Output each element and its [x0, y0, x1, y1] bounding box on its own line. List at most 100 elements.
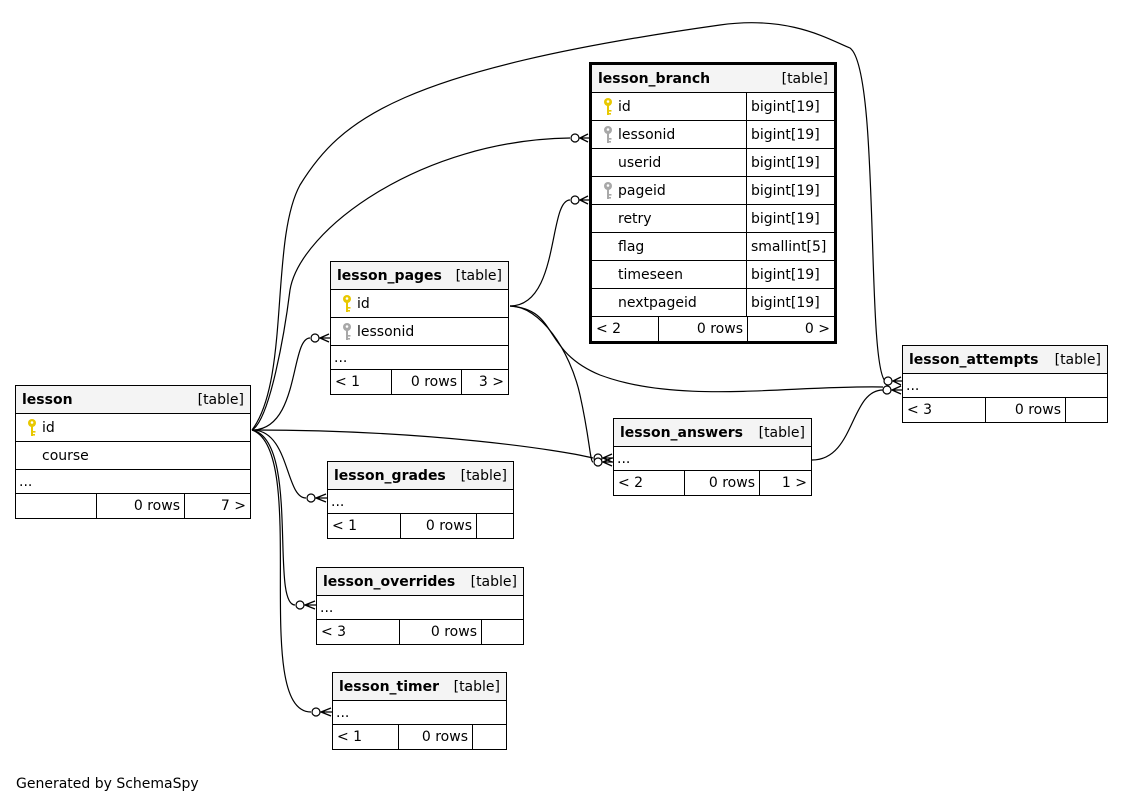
- edge-branch-pageid: [509, 199, 571, 307]
- more-columns: ...: [328, 490, 513, 514]
- more-columns: ...: [903, 374, 1107, 398]
- table-lesson[interactable]: lesson [table] id course ... 0 rows 7 >: [15, 385, 251, 519]
- children-link[interactable]: [476, 514, 513, 538]
- children-link[interactable]: [472, 725, 506, 749]
- table-lesson-overrides[interactable]: lesson_overrides [table] ... < 3 0 rows: [316, 567, 524, 645]
- crows-foot-answers-2: [593, 457, 613, 467]
- table-footer: < 1 0 rows 3 >: [331, 370, 508, 394]
- column-name: pageid: [618, 182, 666, 199]
- table-header[interactable]: lesson_overrides [table]: [317, 568, 523, 596]
- table-type: [table]: [781, 70, 828, 87]
- column-name: timeseen: [618, 266, 684, 283]
- table-name: lesson_grades: [334, 467, 446, 484]
- crows-foot-attempts-2: [882, 385, 902, 395]
- column-row[interactable]: pageid bigint[19]: [592, 177, 834, 205]
- children-link[interactable]: [1065, 398, 1107, 422]
- table-header[interactable]: lesson_pages [table]: [331, 262, 508, 290]
- edge-attempts-answers: [811, 389, 884, 461]
- table-header[interactable]: lesson_branch [table]: [592, 65, 834, 93]
- more-columns: ...: [331, 346, 508, 370]
- table-lesson-answers[interactable]: lesson_answers [table] ... < 2 0 rows 1 …: [613, 418, 812, 496]
- parents-link[interactable]: < 2: [618, 475, 644, 491]
- parents-link[interactable]: < 1: [332, 518, 358, 534]
- column-name: userid: [618, 154, 662, 171]
- crows-foot-pages-lessonid: [310, 333, 330, 343]
- column-row[interactable]: nextpageid bigint[19]: [592, 289, 834, 317]
- column-row[interactable]: course: [16, 442, 250, 470]
- edge-pages-lessonid: [251, 337, 311, 431]
- parents-link[interactable]: < 2: [596, 321, 622, 337]
- table-type: [table]: [1054, 351, 1101, 368]
- edge-attempts-pages: [509, 305, 884, 393]
- column-type: bigint[19]: [746, 289, 834, 316]
- table-header[interactable]: lesson_answers [table]: [614, 419, 811, 447]
- column-name: nextpageid: [618, 294, 697, 311]
- row-count: 0 rows: [400, 514, 476, 538]
- table-type: [table]: [455, 267, 502, 284]
- column-name: course: [42, 447, 89, 464]
- table-footer: < 1 0 rows: [328, 514, 513, 538]
- foreign-key-icon: [598, 125, 618, 145]
- children-link[interactable]: 7 >: [184, 494, 250, 518]
- row-count: 0 rows: [684, 471, 759, 495]
- edge-overrides-lesson: [251, 429, 296, 606]
- children-link[interactable]: 3 >: [461, 370, 508, 394]
- table-footer: < 3 0 rows: [903, 398, 1107, 422]
- generated-by-text: Generated by SchemaSpy: [16, 776, 199, 792]
- table-header[interactable]: lesson_attempts [table]: [903, 346, 1107, 374]
- column-name: id: [42, 419, 55, 436]
- table-lesson-grades[interactable]: lesson_grades [table] ... < 1 0 rows: [327, 461, 514, 539]
- more-columns: ...: [333, 701, 506, 725]
- table-lesson-timer[interactable]: lesson_timer [table] ... < 1 0 rows: [332, 672, 507, 750]
- table-type: [table]: [453, 678, 500, 695]
- crows-foot-timer: [311, 707, 332, 717]
- column-type: bigint[19]: [746, 177, 834, 204]
- parents-link[interactable]: < 3: [321, 624, 347, 640]
- column-row[interactable]: lessonid bigint[19]: [592, 121, 834, 149]
- children-link[interactable]: [481, 620, 523, 644]
- table-name: lesson_timer: [339, 678, 440, 695]
- table-footer: 0 rows 7 >: [16, 494, 250, 518]
- row-count: 0 rows: [96, 494, 184, 518]
- column-name: lessonid: [618, 126, 676, 143]
- edge-answers-pages: [509, 305, 594, 463]
- crows-foot-branch-pageid: [570, 195, 589, 205]
- crows-foot-grades: [306, 493, 327, 503]
- table-type: [table]: [197, 391, 244, 408]
- parents-link[interactable]: < 3: [907, 402, 933, 418]
- table-name: lesson_overrides: [323, 573, 456, 590]
- row-count: 0 rows: [658, 317, 747, 341]
- column-type: bigint[19]: [746, 121, 834, 148]
- parents-link[interactable]: < 1: [335, 374, 361, 390]
- table-name: lesson_branch: [598, 70, 711, 87]
- edge-answers-lesson: [251, 429, 594, 459]
- table-header[interactable]: lesson [table]: [16, 386, 250, 414]
- children-link[interactable]: 1 >: [759, 471, 811, 495]
- parents-link[interactable]: < 1: [337, 729, 363, 745]
- row-count: 0 rows: [398, 725, 472, 749]
- primary-key-icon: [337, 294, 357, 314]
- table-lesson-pages[interactable]: lesson_pages [table] id lessonid ... < 1…: [330, 261, 509, 395]
- table-header[interactable]: lesson_grades [table]: [328, 462, 513, 490]
- table-type: [table]: [470, 573, 517, 590]
- column-row[interactable]: id: [16, 414, 250, 442]
- column-row[interactable]: lessonid: [331, 318, 508, 346]
- foreign-key-icon: [337, 322, 357, 342]
- table-name: lesson: [22, 391, 73, 408]
- children-link[interactable]: 0 >: [747, 317, 834, 341]
- table-lesson-attempts[interactable]: lesson_attempts [table] ... < 3 0 rows: [902, 345, 1108, 423]
- column-type: smallint[5]: [746, 233, 834, 260]
- table-header[interactable]: lesson_timer [table]: [333, 673, 506, 701]
- crows-foot-branch-lessonid: [570, 133, 589, 143]
- table-name: lesson_answers: [620, 424, 743, 441]
- column-row[interactable]: id: [331, 290, 508, 318]
- table-footer: < 2 0 rows 0 >: [592, 317, 834, 341]
- parents-link[interactable]: [16, 494, 96, 518]
- column-name: id: [357, 295, 370, 312]
